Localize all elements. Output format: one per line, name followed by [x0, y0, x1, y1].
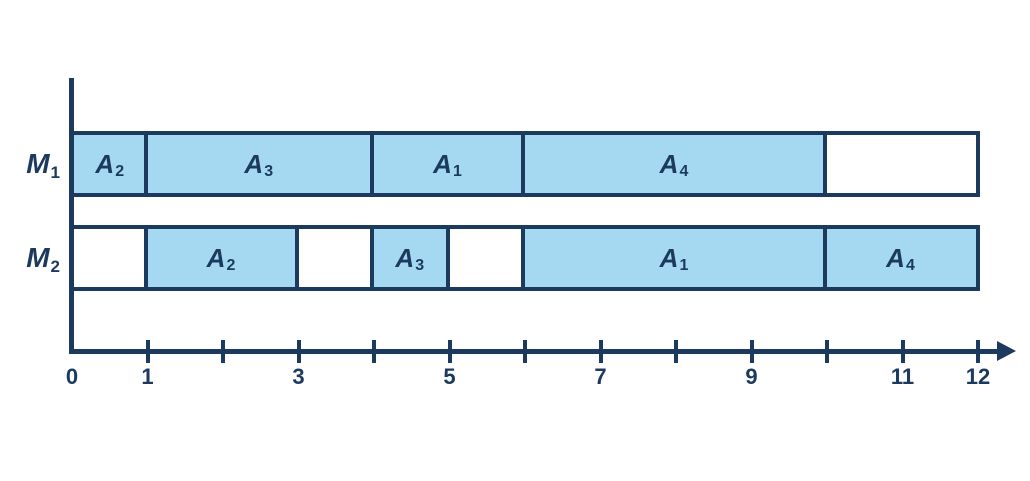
x-axis-tick-label-11: 11 [890, 364, 915, 389]
x-axis-tick-label-7: 7 [594, 364, 607, 389]
y-axis-line [69, 78, 74, 354]
task-block-a3 [145, 135, 372, 193]
task-block-a4 [523, 135, 825, 193]
segment-divider [445, 229, 450, 287]
x-axis-tick-label-1: 1 [141, 364, 154, 389]
segment-divider [521, 135, 525, 193]
x-axis-tick-2 [221, 340, 225, 363]
task-block-a1 [523, 229, 825, 287]
segment-divider [823, 229, 827, 287]
x-axis-tick-3 [296, 340, 301, 363]
segment-divider [294, 229, 299, 287]
segment-divider [143, 229, 148, 287]
segment-divider [143, 135, 148, 193]
segment-divider [370, 229, 374, 287]
segment-divider [823, 135, 827, 193]
x-axis-tick-label-9: 9 [745, 364, 758, 389]
task-block-a2 [145, 229, 297, 287]
x-axis-tick-8 [674, 340, 678, 363]
x-axis-arrow-icon [997, 341, 1016, 361]
x-axis-tick-label-0: 0 [65, 364, 79, 389]
x-axis-tick-11 [900, 340, 905, 363]
x-axis-tick-7 [598, 340, 603, 363]
x-axis-tick-1 [145, 340, 150, 363]
x-axis-tick-6 [523, 340, 527, 363]
task-block-a2 [74, 135, 146, 193]
task-block-a3 [372, 229, 448, 287]
x-axis-line [69, 349, 1001, 354]
segment-divider [521, 229, 525, 287]
x-axis-tick-label-5: 5 [443, 364, 456, 389]
x-axis-tick-label-12: 12 [965, 364, 991, 389]
x-axis-tick-4 [372, 340, 376, 363]
x-axis-tick-9 [749, 340, 754, 363]
segment-divider [370, 135, 374, 193]
x-axis-tick-10 [825, 340, 829, 363]
x-axis-tick-label-3: 3 [292, 364, 305, 389]
x-axis-tick-12 [976, 340, 980, 363]
task-block-a4 [825, 229, 976, 287]
task-block-a1 [372, 135, 523, 193]
x-axis-tick-5 [447, 340, 452, 363]
